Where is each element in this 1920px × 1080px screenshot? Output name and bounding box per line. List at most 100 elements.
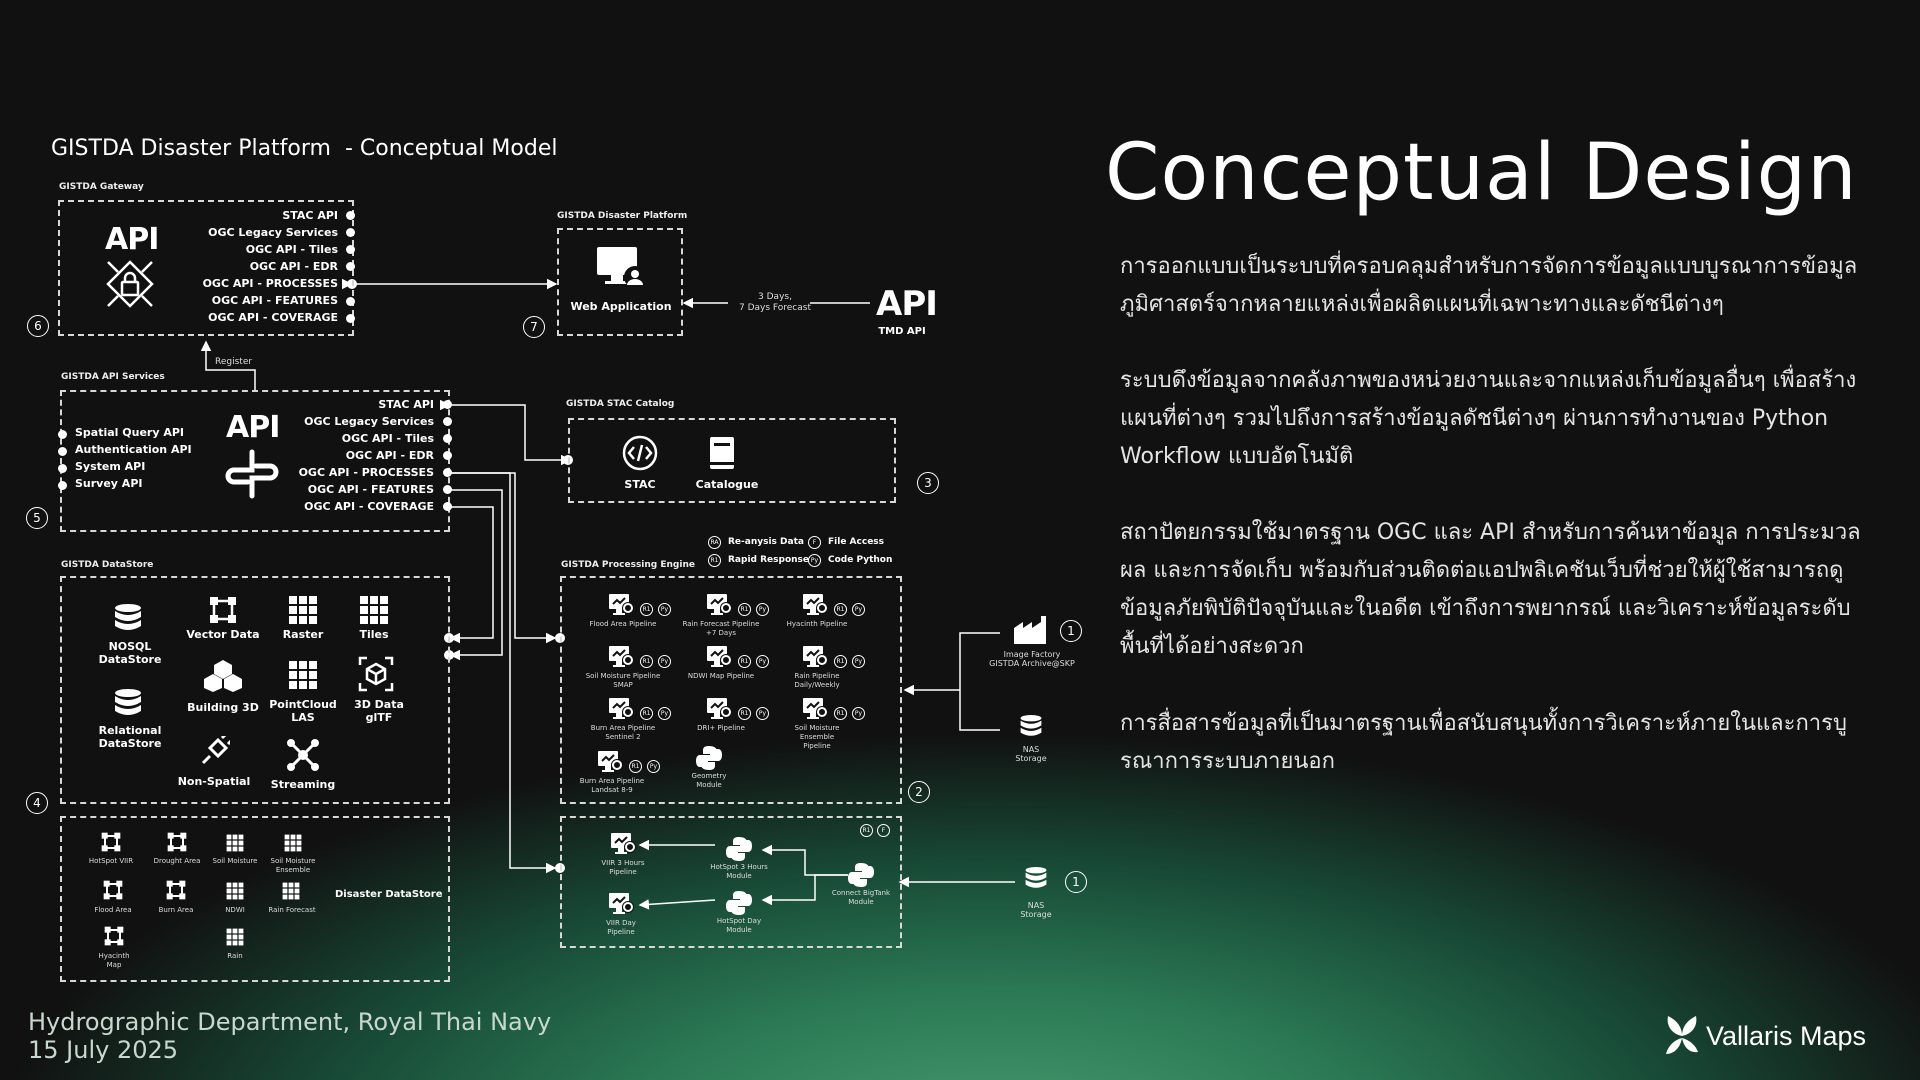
python-icon [726,890,752,920]
paragraph: ระบบดึงข้อมูลจากคลังภาพของหน่วยงานและจาก… [1120,368,1857,469]
pipeline-label[interactable]: Burn Area Pipeline Sentinel 2 [590,724,656,741]
nas-storage-label[interactable]: NAS Storage [1015,745,1047,763]
disaster-item[interactable]: HotSpot VIIR [88,857,134,865]
python-icon [848,862,874,892]
factory-icon [1014,616,1046,644]
image-factory-label[interactable]: Image Factory GISTDA Archive@SKP [989,650,1075,668]
endpoint-dot [443,400,452,409]
api-endpoint[interactable]: OGC API - EDR [345,449,434,462]
plug-icon [201,736,230,765]
stac-section-label: GISTDA STAC Catalog [566,399,675,409]
pipeline-label[interactable]: NDWI Map Pipeline [687,672,755,680]
catalogue-label[interactable]: Catalogue [695,478,759,491]
pointcloud-grid-icon [289,661,317,689]
hotspot-item[interactable]: HotSpot 3 Hours Module [710,863,768,880]
gateway-endpoint[interactable]: OGC Legacy Services [208,226,338,239]
disaster-item[interactable]: Flood Area [94,906,132,914]
disaster-item[interactable]: Drought Area [153,857,201,865]
endpoint-dot [443,485,452,494]
footer-org: Hydrographic Department, Royal Thai Navy [28,1008,552,1036]
lock-icon [106,260,154,308]
disaster-item[interactable]: NDWI [225,906,245,914]
pipeline-label[interactable]: Rain Pipeline Daily/Weekly [794,672,840,689]
pipeline-label[interactable]: Rain Forecast Pipeline +7 Days [682,620,760,637]
hotspot-item[interactable]: Connect BigTank Module [831,889,891,906]
pipeline-label[interactable]: Flood Area Pipeline [589,620,657,628]
pipeline-icon [608,892,634,920]
pipeline-label[interactable]: Geometry Module [691,772,727,789]
api-endpoint[interactable]: OGC API - FEATURES [307,483,434,496]
datastore-item-vector[interactable]: Vector Data [186,628,260,641]
api-endpoint[interactable]: OGC API - COVERAGE [304,500,434,513]
datastore-item-raster[interactable]: Raster [282,628,324,641]
pipeline-icon [706,697,732,725]
pipeline-icon [597,750,623,778]
stac-label[interactable]: STAC [624,478,656,491]
register-label: Register [215,357,253,367]
gateway-endpoint[interactable]: OGC API - COVERAGE [208,311,338,324]
api-services-endpoints: STAC API OGC Legacy Services OGC API - T… [299,396,434,515]
datastore-item-nonspatial[interactable]: Non-Spatial [177,775,251,788]
platform-box [557,228,683,336]
brand-name[interactable]: Vallaris Maps [1706,1021,1867,1051]
hotspot-item[interactable]: VIIR 3 Hours Pipeline [601,859,645,876]
pipeline-label[interactable]: Soil Moisture Pipeline SMAP [585,672,661,689]
vector-icon [166,880,186,900]
tmd-api-label: TMD API [878,326,926,337]
gateway-endpoint[interactable]: OGC API - PROCESSES [202,277,338,290]
disaster-item[interactable]: Rain Forecast [268,906,316,914]
datastore-item-relational[interactable]: Relational DataStore [98,724,162,750]
pipeline-label[interactable]: Hyacinth Pipeline [786,620,848,628]
python-icon [696,746,722,770]
gateway-endpoint[interactable]: OGC API - EDR [249,260,338,273]
footer-date: 15 July 2025 [28,1036,179,1064]
pipeline-icon [802,593,828,621]
database-icon [115,604,141,630]
paragraph: การสื่อสารข้อมูลที่เป็นมาตรฐานเพื่อสนับส… [1120,711,1847,774]
datastore-item-streaming[interactable]: Streaming [270,778,336,791]
nas-storage-label[interactable]: NAS Storage [1020,901,1052,919]
grid-icon [282,882,300,900]
grid-icon [284,834,302,852]
pipeline-label[interactable]: Soil Moisture Ensemble Pipeline [794,724,840,750]
api-endpoint[interactable]: OGC API - PROCESSES [298,466,434,479]
disaster-item[interactable]: Rain [227,952,243,960]
paragraph: สถาปัตยกรรมใช้มาตรฐาน OGC และ API สำหรับ… [1120,520,1861,659]
hotspot-item[interactable]: HotSpot Day Module [716,917,762,934]
pipeline-icon [706,645,732,673]
pipeline-label[interactable]: Burn Area Pipeline Landsat 8-9 [579,777,645,794]
gateway-endpoint[interactable]: STAC API [282,209,338,222]
cubes-icon [204,660,242,692]
api-endpoint[interactable]: OGC API - Tiles [341,432,434,445]
stac-box [568,418,896,503]
vector-icon [167,832,187,852]
datastore-item-pointcloud[interactable]: PointCloud LAS [269,698,337,724]
pipeline-label[interactable]: DRI+ Pipeline [697,724,745,732]
hotspot-item[interactable]: VIIR Day Pipeline [606,919,636,936]
datastore-item-building3d[interactable]: Building 3D [187,701,259,714]
disaster-item[interactable]: Soil Moisture [212,857,258,865]
gateway-endpoint[interactable]: OGC API - FEATURES [211,294,338,307]
datastore-item-nosql[interactable]: NOSQL DataStore [98,640,162,666]
api-endpoint[interactable]: OGC Legacy Services [304,415,434,428]
slide-heading: Conceptual Design [1105,128,1858,218]
web-app-label[interactable]: Web Application [570,300,672,313]
datastore-item-tiles[interactable]: Tiles [359,628,389,641]
tiles-grid-icon [360,596,388,624]
endpoint-dot [443,468,452,477]
processing-section-label: GISTDA Processing Engine [561,560,695,570]
gateway-section-label: GISTDA Gateway [59,182,144,192]
database-icon [1025,867,1047,888]
disaster-item[interactable]: Hyacinth Map [98,952,130,969]
endpoint-dot [346,245,355,254]
python-icon [726,836,752,866]
forecast-label: 3 Days, 7 Days Forecast [739,292,811,313]
datastore-item-3ddata[interactable]: 3D Data glTF [354,698,404,724]
disaster-item[interactable]: Burn Area [158,906,194,914]
gateway-endpoint[interactable]: OGC API - Tiles [245,243,338,256]
book-icon [710,437,734,469]
api-endpoint[interactable]: STAC API [378,398,434,411]
vallaris-logo-icon [1666,1016,1698,1054]
disaster-item[interactable]: Soil Moisture Ensemble [270,857,316,874]
cube-3d-icon [358,656,394,692]
